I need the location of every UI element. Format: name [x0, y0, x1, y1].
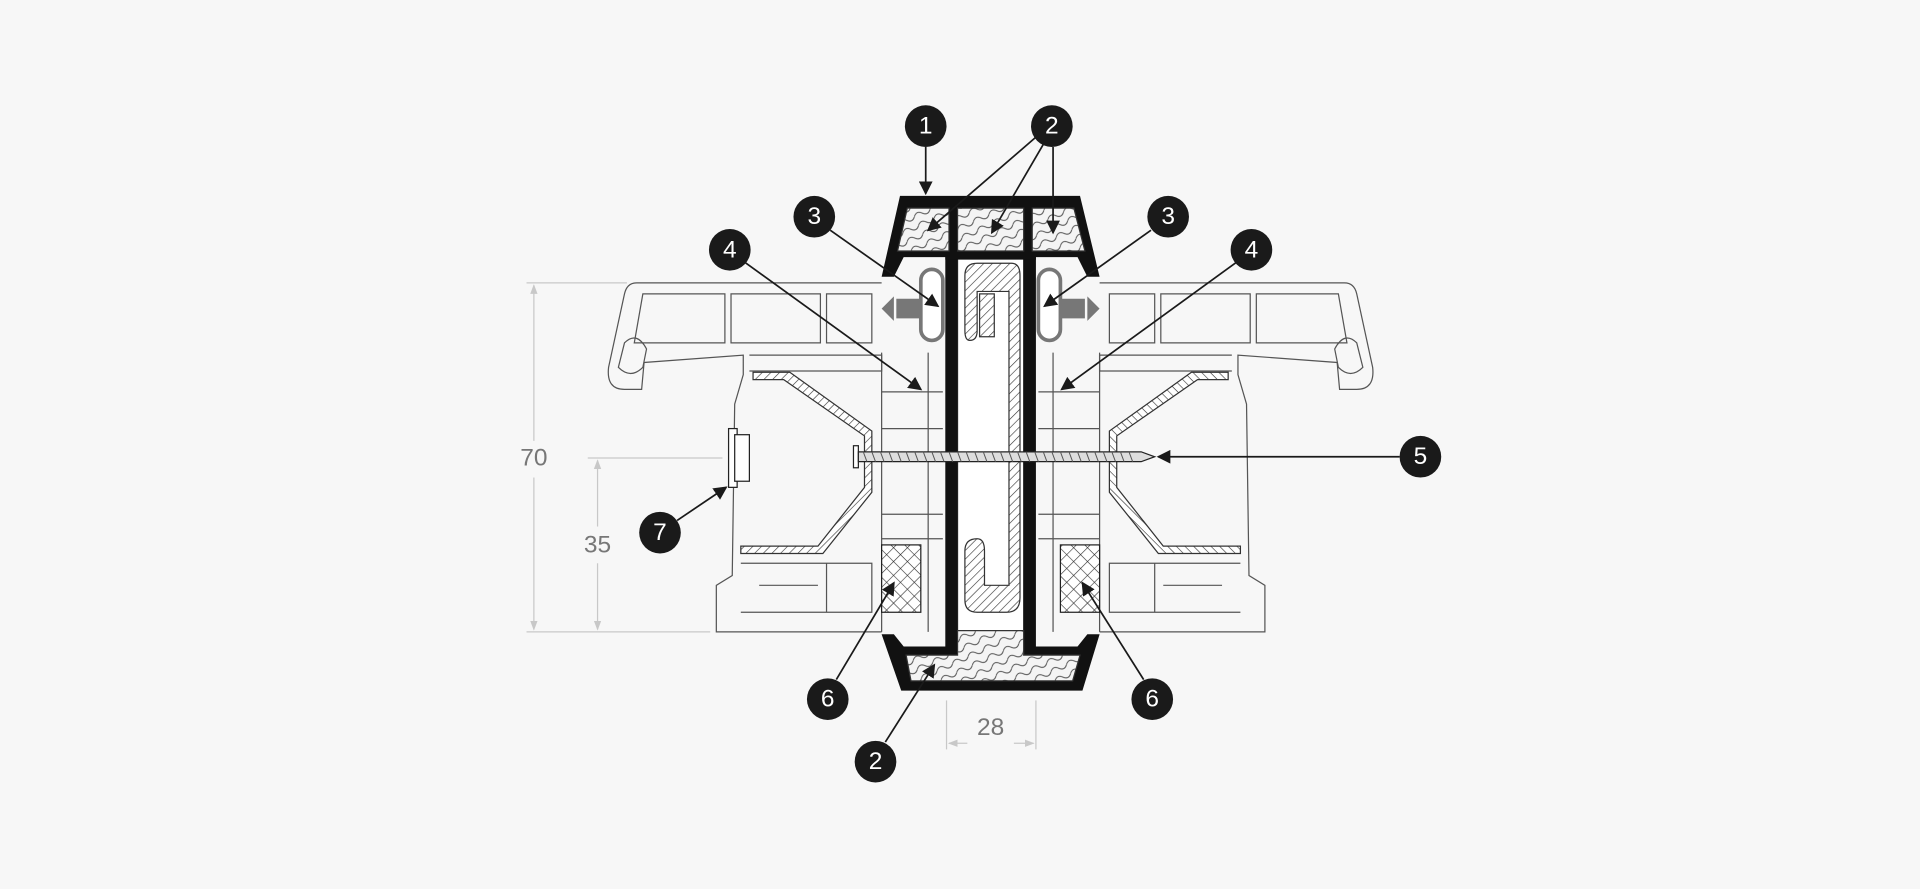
dimension-70-label: 70 [520, 444, 547, 471]
callout-6-right: 6 [1131, 678, 1174, 721]
callout-2-bottom: 2 [854, 740, 897, 783]
svg-text:7: 7 [653, 519, 667, 546]
callout-2-top: 2 [1031, 105, 1073, 147]
callout-3-right: 3 [1147, 195, 1189, 238]
leader-lines [676, 136, 1400, 743]
callout-5: 5 [1399, 435, 1442, 478]
svg-text:1: 1 [919, 113, 933, 140]
screw [852, 445, 1157, 469]
svg-text:5: 5 [1414, 443, 1428, 470]
mullion-core [945, 251, 1036, 649]
svg-text:3: 3 [807, 203, 821, 230]
callout-1: 1 [904, 105, 947, 147]
svg-text:3: 3 [1161, 203, 1175, 230]
svg-text:2: 2 [1045, 113, 1059, 140]
dimension-28: 28 [945, 700, 1037, 750]
callout-3-left: 3 [793, 195, 836, 238]
callout-7: 7 [639, 511, 681, 554]
svg-text:6: 6 [821, 686, 835, 713]
dimension-70: 70 [520, 282, 711, 633]
callout-4-left: 4 [708, 228, 751, 271]
right-window-frame [1038, 282, 1374, 633]
bottom-cap-profile [881, 630, 1100, 691]
svg-text:4: 4 [1245, 236, 1259, 263]
dimension-35-label: 35 [584, 531, 611, 558]
svg-text:4: 4 [723, 236, 737, 263]
left-seal [881, 544, 922, 613]
left-window-frame [607, 282, 943, 633]
dimension-28-label: 28 [977, 714, 1004, 741]
left-gasket [881, 267, 945, 343]
svg-text:2: 2 [869, 748, 883, 775]
svg-text:6: 6 [1145, 686, 1159, 713]
callout-6-left: 6 [806, 678, 849, 721]
callout-4-right: 4 [1230, 228, 1273, 271]
dimension-35: 35 [584, 457, 723, 631]
